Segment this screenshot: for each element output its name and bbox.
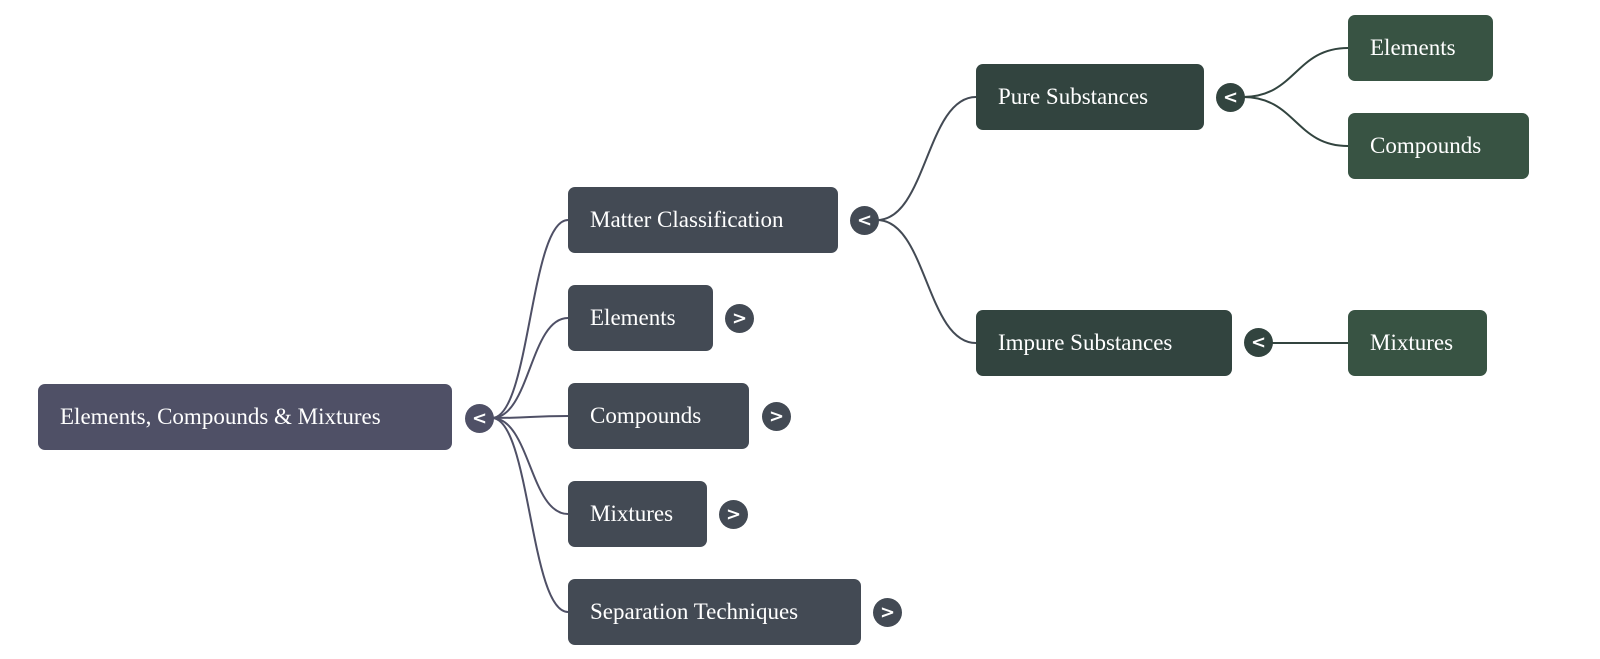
node-label: Separation Techniques	[590, 599, 799, 624]
connector-root-child-1	[491, 317, 569, 419]
root-collapse-toggle[interactable]: <	[465, 404, 494, 433]
connector-matter-impure	[876, 219, 977, 344]
node-elements[interactable]: Elements	[568, 285, 713, 351]
elements-expand-toggle[interactable]: >	[725, 304, 754, 333]
node-label: Mixtures	[1370, 330, 1454, 355]
node-label: Mixtures	[590, 501, 674, 526]
connector-root-child-4	[491, 417, 569, 613]
compounds-expand-toggle[interactable]: >	[762, 402, 791, 431]
node-compounds[interactable]: Compounds	[568, 383, 749, 449]
root-node[interactable]: Elements, Compounds & Mixtures	[38, 384, 452, 450]
matter-classification-collapse-toggle[interactable]: <	[850, 206, 879, 235]
mixtures-expand-toggle[interactable]: >	[719, 500, 748, 529]
node-mixtures[interactable]: Mixtures	[568, 481, 707, 547]
connector-root-child-0	[491, 219, 569, 419]
connector-root-child-3	[491, 417, 569, 515]
connector-pure-elements	[1242, 47, 1349, 98]
node-label: Elements	[1370, 35, 1456, 60]
node-label: Pure Substances	[998, 84, 1149, 109]
node-label: Compounds	[590, 403, 702, 428]
node-separation-techniques[interactable]: Separation Techniques	[568, 579, 861, 645]
node-label: Impure Substances	[998, 330, 1173, 355]
node-label: Compounds	[1370, 133, 1482, 158]
node-impure-substances[interactable]: Impure Substances	[976, 310, 1232, 376]
separation-techniques-expand-toggle[interactable]: >	[873, 598, 902, 627]
pure-substances-collapse-toggle[interactable]: <	[1216, 83, 1245, 112]
root-node-label: Elements, Compounds & Mixtures	[60, 404, 381, 429]
node-pure-elements[interactable]: Elements	[1348, 15, 1493, 81]
node-matter-classification[interactable]: Matter Classification	[568, 187, 838, 253]
connector-matter-pure	[876, 96, 977, 221]
node-label: Elements	[590, 305, 676, 330]
node-impure-mixtures[interactable]: Mixtures	[1348, 310, 1487, 376]
node-label: Matter Classification	[590, 207, 784, 232]
connector-root-child-2	[491, 415, 569, 419]
node-pure-compounds[interactable]: Compounds	[1348, 113, 1529, 179]
node-pure-substances[interactable]: Pure Substances	[976, 64, 1204, 130]
connector-pure-compounds	[1242, 96, 1349, 147]
impure-substances-collapse-toggle[interactable]: <	[1244, 328, 1273, 357]
